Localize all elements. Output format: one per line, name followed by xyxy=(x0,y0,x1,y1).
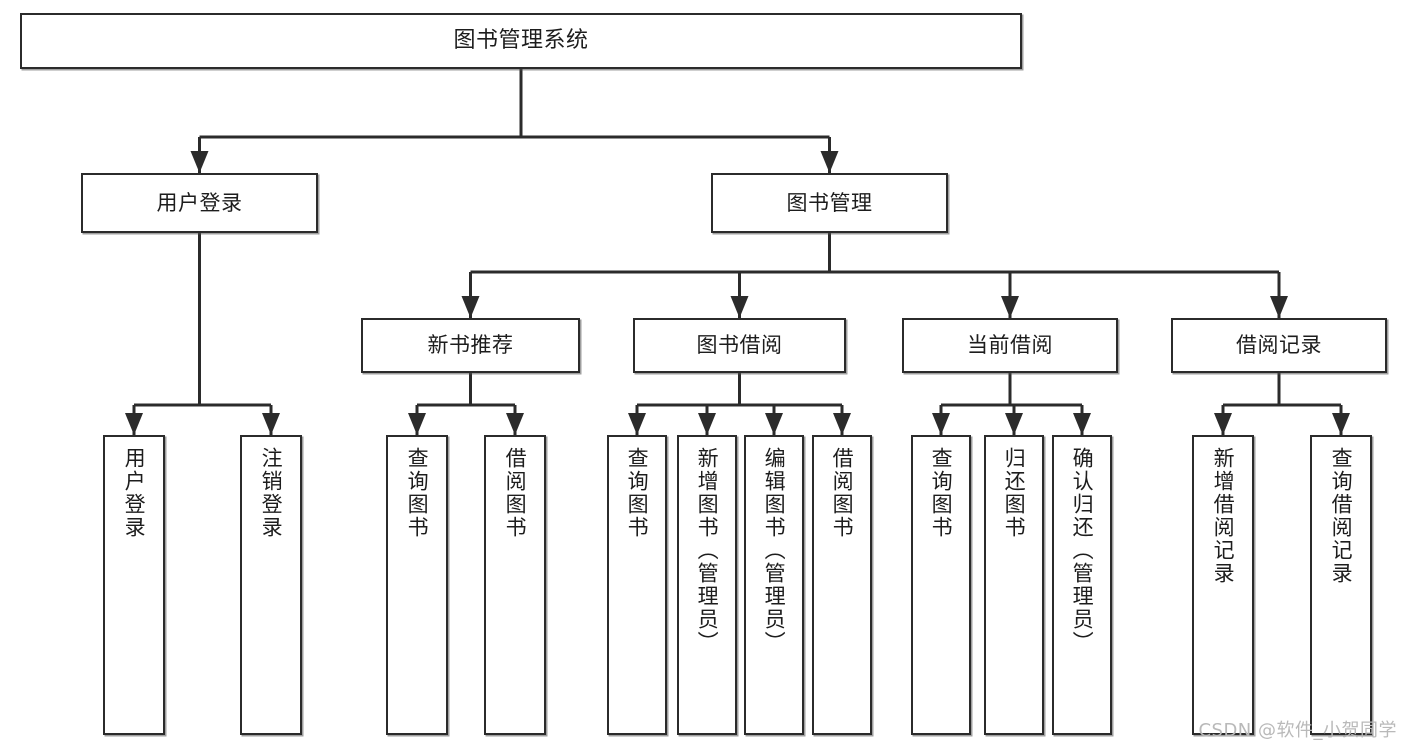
node-bookmgmt[interactable]: 图书管理 xyxy=(711,173,948,233)
node-label: 图书管理系统 xyxy=(453,28,589,54)
arrowhead xyxy=(190,151,209,173)
node-label: 编辑图书（管理员） xyxy=(762,447,787,654)
arrowhead xyxy=(765,413,783,435)
node-label: 借阅记录 xyxy=(1236,333,1322,358)
node-label: 归还图书 xyxy=(1002,447,1027,539)
arrowhead xyxy=(262,413,280,435)
node-label: 新增图书（管理员） xyxy=(695,447,720,654)
arrowhead xyxy=(1332,413,1350,435)
arrowhead xyxy=(506,413,524,435)
node-leaf-new-1[interactable]: 查询图书 xyxy=(386,435,448,735)
node-leaf-rec-2[interactable]: 查询借阅记录 xyxy=(1310,435,1372,735)
node-label: 用户登录 xyxy=(156,190,243,215)
node-borrow[interactable]: 图书借阅 xyxy=(633,318,846,373)
node-leaf-new-2[interactable]: 借阅图书 xyxy=(484,435,546,735)
node-leaf-cur-2[interactable]: 归还图书 xyxy=(984,435,1044,735)
arrowhead xyxy=(820,151,839,173)
node-label: 查询借阅记录 xyxy=(1329,447,1354,585)
node-label: 确认归还（管理员） xyxy=(1070,447,1095,654)
node-label: 查询图书 xyxy=(625,447,650,539)
node-leaf-borrow-3[interactable]: 编辑图书（管理员） xyxy=(744,435,804,735)
node-leaf-borrow-2[interactable]: 新增图书（管理员） xyxy=(677,435,737,735)
node-label: 图书借阅 xyxy=(696,333,783,358)
node-label: 借阅图书 xyxy=(830,447,855,539)
node-login[interactable]: 用户登录 xyxy=(81,173,318,233)
node-leaf-cur-1[interactable]: 查询图书 xyxy=(911,435,971,735)
arrowhead xyxy=(1073,413,1091,435)
node-label: 当前借阅 xyxy=(967,333,1053,358)
node-leaf-borrow-1[interactable]: 查询图书 xyxy=(607,435,667,735)
node-label: 查询图书 xyxy=(929,447,954,539)
arrowhead xyxy=(628,413,646,435)
node-records[interactable]: 借阅记录 xyxy=(1171,318,1387,373)
node-leaf-cur-3[interactable]: 确认归还（管理员） xyxy=(1052,435,1112,735)
arrowhead xyxy=(698,413,716,435)
arrowhead xyxy=(833,413,851,435)
arrowhead xyxy=(1005,413,1023,435)
node-leaf-login-2[interactable]: 注销登录 xyxy=(240,435,302,735)
arrowhead xyxy=(1001,296,1019,318)
node-leaf-borrow-4[interactable]: 借阅图书 xyxy=(812,435,872,735)
arrowhead xyxy=(730,296,749,318)
node-current[interactable]: 当前借阅 xyxy=(902,318,1118,373)
node-label: 新增借阅记录 xyxy=(1211,447,1236,585)
node-root[interactable]: 图书管理系统 xyxy=(20,13,1022,69)
node-label: 查询图书 xyxy=(405,447,430,539)
node-label: 注销登录 xyxy=(259,447,284,539)
arrowhead xyxy=(1270,296,1288,318)
arrowhead xyxy=(461,296,480,318)
arrowhead xyxy=(408,413,426,435)
node-label: 借阅图书 xyxy=(503,447,528,539)
node-label: 图书管理 xyxy=(786,190,873,215)
node-leaf-login-1[interactable]: 用户登录 xyxy=(103,435,165,735)
watermark-text: CSDN @软件_小贺同学 xyxy=(1198,720,1397,741)
arrowhead xyxy=(932,413,950,435)
node-label: 新书推荐 xyxy=(427,333,514,358)
arrowhead xyxy=(125,413,143,435)
node-leaf-rec-1[interactable]: 新增借阅记录 xyxy=(1192,435,1254,735)
arrowhead xyxy=(1214,413,1232,435)
node-newbook[interactable]: 新书推荐 xyxy=(361,318,580,373)
node-label: 用户登录 xyxy=(122,447,147,539)
